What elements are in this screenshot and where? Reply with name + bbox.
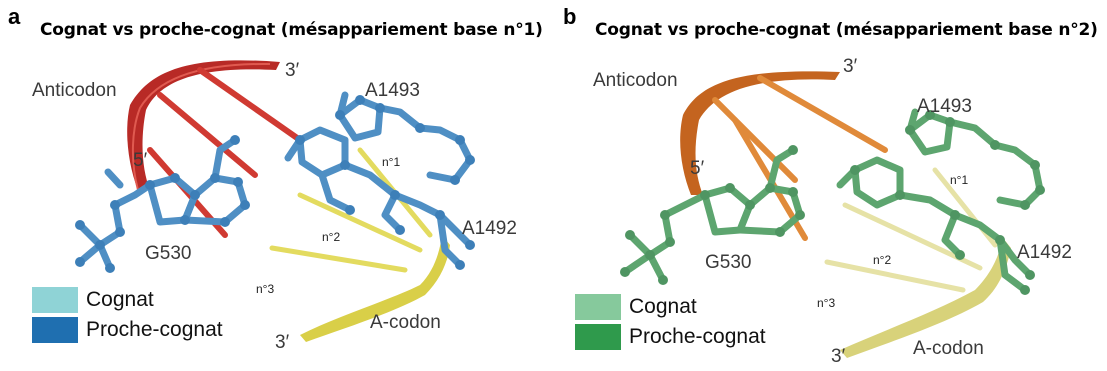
legend-item: Cognat	[32, 285, 223, 315]
a1493-a1492-atoms	[850, 110, 1045, 295]
codon-rung	[297, 192, 423, 253]
legend-item: Proche-cognat	[575, 322, 766, 352]
codon-ribbon	[300, 235, 450, 342]
anticodon-rung	[757, 75, 888, 153]
panel-title: Cognat vs proche-cognat (mésappariement …	[595, 20, 1098, 40]
g530-atoms	[620, 145, 805, 285]
anticodon-rung	[157, 92, 258, 178]
legend-label: Cognat	[629, 295, 697, 318]
g530-atoms	[75, 135, 250, 273]
label-anticodon: Anticodon	[32, 80, 117, 101]
panel-title: Cognat vs proche-cognat (mésappariement …	[40, 20, 543, 40]
panel-b: b Cognat vs proche-cognat (mésappariemen…	[555, 0, 1107, 371]
label-a1492: A1492	[1017, 242, 1072, 263]
label-three-prime-bottom: 3′	[275, 332, 290, 353]
panel-letter: b	[563, 4, 577, 29]
a1493-a1492-molecule	[284, 91, 474, 269]
label-g530: G530	[145, 243, 192, 264]
label-three-prime-top: 3′	[285, 60, 300, 81]
label-anticodon: Anticodon	[593, 70, 678, 91]
legend-label: Proche-cognat	[86, 318, 223, 341]
label-a-codon: A-codon	[913, 338, 984, 359]
label-three-prime-bottom: 3′	[831, 346, 846, 367]
legend-item: Proche-cognat	[32, 315, 223, 345]
codon-ribbon	[840, 238, 1011, 358]
anticodon-ribbon	[127, 60, 280, 190]
label-n2: n°2	[873, 253, 892, 267]
label-a1493: A1493	[917, 96, 972, 117]
label-g530: G530	[705, 252, 752, 273]
anticodon-rung	[712, 97, 798, 183]
label-n3: n°3	[817, 296, 836, 310]
label-a1492: A1492	[462, 218, 517, 239]
codon-rung	[269, 245, 408, 273]
anticodon-rung	[197, 67, 303, 143]
legend-swatch-proche-cognat	[575, 324, 621, 350]
anticodon-ribbon-edge	[131, 62, 271, 191]
label-five-prime: 5′	[133, 150, 148, 171]
anticodon-ribbon	[680, 71, 840, 195]
label-a1493: A1493	[365, 80, 420, 101]
panel-a: a Cognat vs proche-cognat (mésappariemen…	[8, 4, 543, 353]
label-n3: n°3	[256, 282, 275, 296]
label-n2: n°2	[322, 230, 341, 244]
legend-label: Cognat	[86, 288, 154, 311]
legend-item: Cognat	[575, 292, 766, 322]
legend-swatch-cognat	[32, 287, 78, 313]
legend-label: Proche-cognat	[629, 325, 766, 348]
a1493-a1492-atoms	[295, 95, 475, 270]
structure-illustration-a	[75, 60, 475, 342]
structure-illustration-b	[620, 71, 1045, 358]
legend-swatch-cognat	[575, 294, 621, 320]
label-five-prime: 5′	[690, 158, 705, 179]
label-a-codon: A-codon	[370, 312, 441, 333]
codon-rung	[824, 259, 966, 293]
legend: Cognat Proche-cognat	[575, 292, 766, 352]
legend-swatch-proche-cognat	[32, 317, 78, 343]
legend: Cognat Proche-cognat	[32, 285, 223, 345]
label-n1: n°1	[950, 173, 969, 187]
label-n1: n°1	[382, 155, 401, 169]
panel-letter: a	[8, 4, 21, 29]
label-three-prime-top: 3′	[843, 56, 858, 77]
